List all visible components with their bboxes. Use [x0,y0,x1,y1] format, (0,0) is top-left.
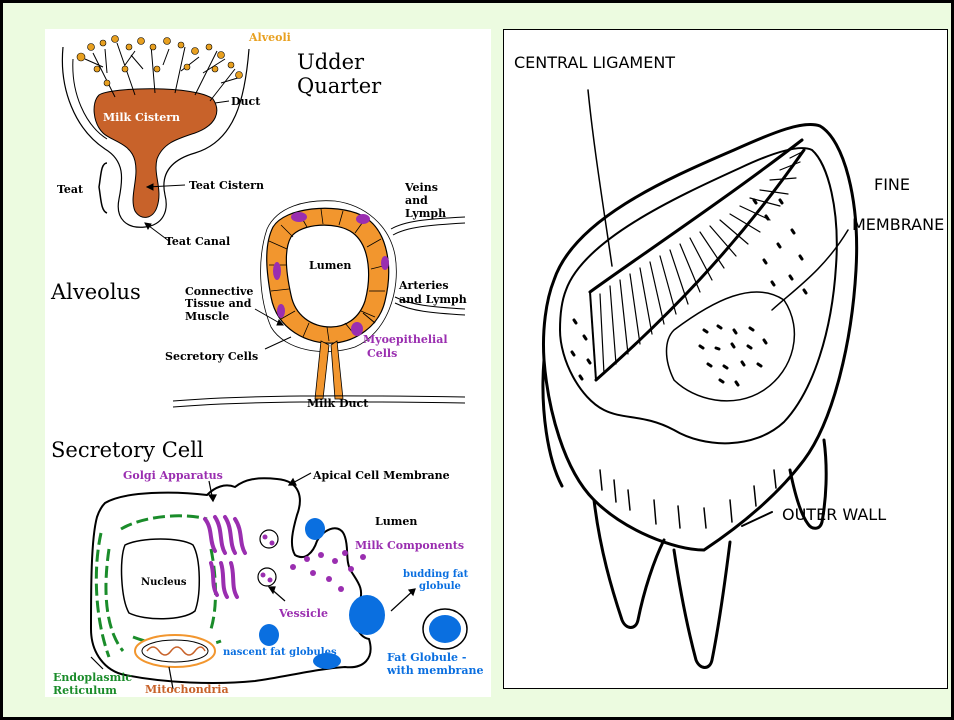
budding-fat-globule-label-1: budding fat [403,569,469,580]
nascent-fat-globules-label: nascent fat globules [223,647,337,658]
milk-components-label: Milk Components [355,539,464,552]
slide-background: Udder Quarter Alveoli Duct Milk Cistern … [3,3,951,717]
udder-quarter-title-1: Udder [297,50,365,74]
lumen-label: Lumen [309,259,351,272]
milk-duct-label: Milk Duct [307,397,369,410]
central-ligament-label: CENTRAL LIGAMENT [514,53,675,72]
teat-label: Teat [57,183,84,196]
connective-tissue-label-3: Muscle [185,310,229,323]
golgi-label: Golgi Apparatus [123,469,223,482]
endoplasmic-reticulum-label-2: Reticulum [53,684,117,697]
myoepithelial-label-1: Myoepithelial [363,333,448,346]
teat-canal-label: Teat Canal [165,235,230,248]
veins-label-3: Lymph [405,207,446,220]
udder-cross-section: CENTRAL LIGAMENT FINE MEMBRANE OUTER WAL… [504,30,948,689]
fine-membrane-label-2: MEMBRANE [852,215,944,234]
fat-globule-label-2: with membrane [386,664,483,677]
fine-membrane-label-1: FINE [874,175,910,194]
nucleus-label: Nucleus [141,577,187,588]
budding-fat-globule-label-2: globule [419,581,461,592]
mammary-diagram-panel: Udder Quarter Alveoli Duct Milk Cistern … [45,29,491,697]
teat-cistern-label: Teat Cistern [189,179,264,192]
cross-section-drawing [543,90,857,668]
secretory-cells-label: Secretory Cells [165,350,258,363]
apical-membrane-label: Apical Cell Membrane [312,469,450,482]
udder-quarter-illustration [62,36,249,242]
outer-wall-label: OUTER WALL [782,505,886,524]
udder-cross-section-panel: CENTRAL LIGAMENT FINE MEMBRANE OUTER WAL… [503,29,948,689]
secretory-cell-title: Secretory Cell [51,438,204,462]
arteries-label-1: Arteries [398,279,449,292]
duct-label: Duct [231,95,261,108]
fat-globule-label-1: Fat Globule - [387,651,466,664]
milk-cistern-label: Milk Cistern [103,111,180,124]
endoplasmic-reticulum-label-1: Endoplasmic [53,671,132,684]
mammary-diagram: Udder Quarter Alveoli Duct Milk Cistern … [45,29,491,697]
alveolus-title: Alveolus [50,280,141,304]
vessicle-label: Vessicle [278,607,328,620]
udder-quarter-title-2: Quarter [297,74,382,98]
veins-label-1: Veins [404,181,438,194]
myoepithelial-label-2: Cells [367,347,397,360]
connective-tissue-label-2: Tissue and [185,297,252,310]
arteries-label-2: and Lymph [399,293,467,306]
veins-label-2: and [405,194,428,207]
mitochondria-label: Mitochondria [145,683,229,696]
cell-lumen-label: Lumen [375,515,417,528]
alveoli-label: Alveoli [248,31,291,44]
